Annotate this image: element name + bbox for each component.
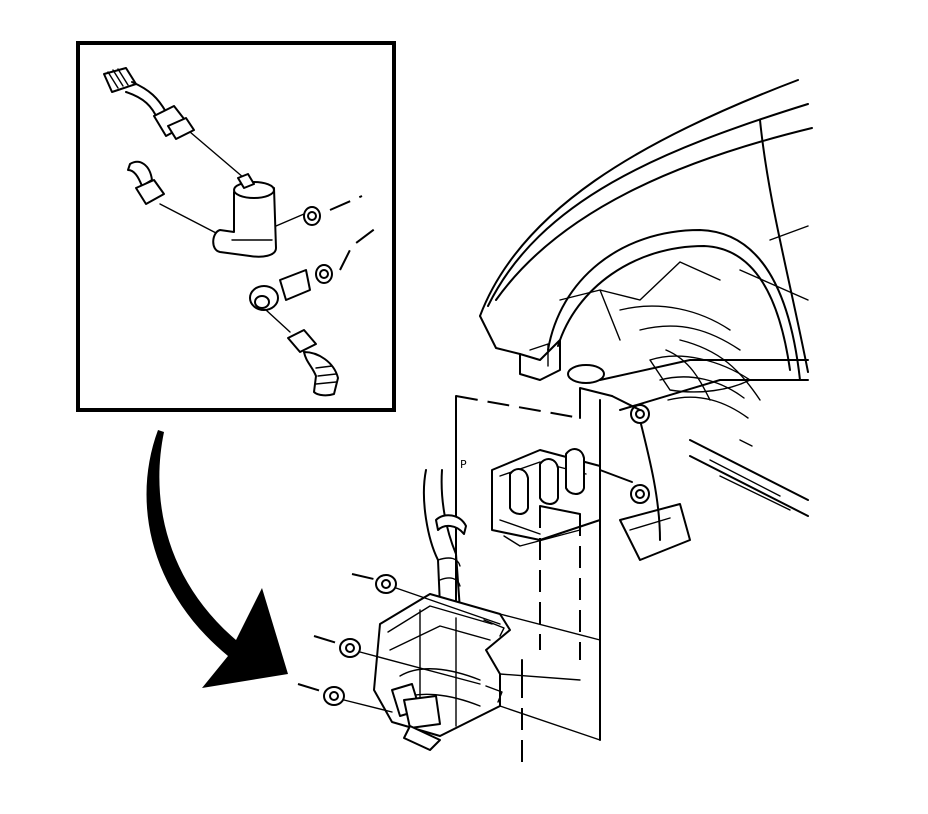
lower-hose bbox=[287, 329, 339, 397]
detail-inset bbox=[76, 41, 396, 412]
reservoir-bracket bbox=[491, 448, 601, 547]
fender-assembly bbox=[479, 79, 813, 561]
callout-arrow bbox=[146, 430, 288, 688]
washer-hose bbox=[127, 160, 219, 235]
pump-seal bbox=[303, 195, 363, 226]
hose-fitting bbox=[249, 227, 377, 333]
reservoir-nuts bbox=[297, 573, 501, 713]
alignment-lines: P bbox=[455, 387, 641, 762]
guide-lines bbox=[499, 613, 601, 741]
washer-pump bbox=[212, 173, 277, 258]
harness-connector bbox=[103, 67, 195, 140]
inset-label-p: P bbox=[460, 458, 467, 471]
connector-leader bbox=[189, 131, 245, 179]
washer-reservoir bbox=[373, 469, 511, 751]
